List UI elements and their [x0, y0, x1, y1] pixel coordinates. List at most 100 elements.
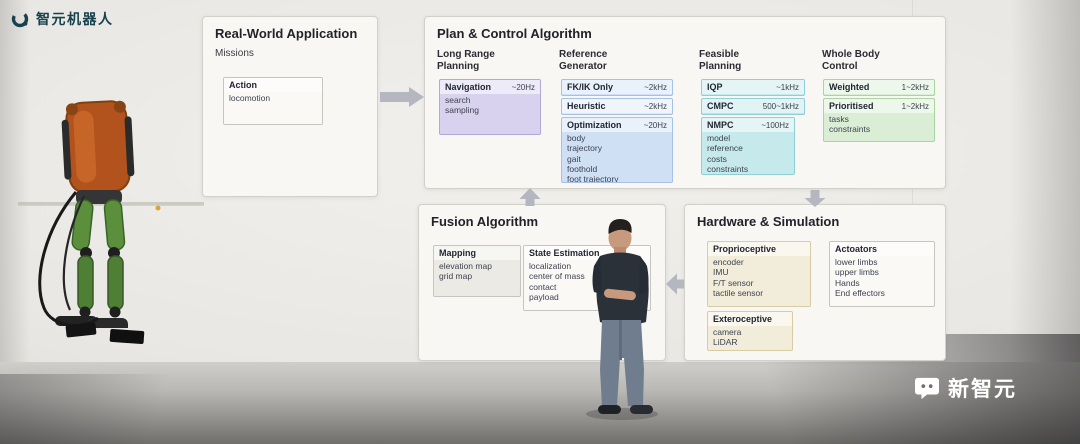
list-item: costs [707, 153, 727, 164]
prioritised-label: Prioritised [829, 101, 874, 111]
hardware-title: Hardware & Simulation [697, 214, 840, 229]
floor-shadow-left [0, 374, 260, 444]
list-item: LiDAR [713, 337, 738, 348]
list-item: End effectors [835, 287, 885, 298]
mapping-label: Mapping [439, 248, 476, 258]
list-item: tactile sensor [713, 287, 764, 298]
heuristic-header: Heuristic ~2kHz [562, 99, 672, 113]
nmpc-rate: ~100Hz [761, 120, 789, 130]
list-item: model [707, 133, 731, 143]
list-item: contact [529, 281, 557, 292]
weighted-header: Weighted 1~2kHz [824, 80, 934, 94]
list-item: center of mass [529, 271, 585, 282]
column-header-reference-generator: Reference Generator [559, 49, 607, 73]
column-header-line: Planning [437, 61, 480, 72]
action-label: Action [229, 80, 257, 90]
optimization-header: Optimization ~20Hz [562, 118, 672, 132]
list-item: upper limbs [835, 267, 879, 278]
fkik-header: FK/IK Only ~2kHz [562, 80, 672, 94]
heuristic-label: Heuristic [567, 101, 606, 111]
robot-render [18, 100, 204, 345]
action-box: Action locomotion [223, 77, 323, 125]
optimization-rate: ~20Hz [643, 120, 667, 130]
plan-control-panel: Plan & Control Algorithm Long Range Plan… [424, 16, 946, 189]
cmpc-box: CMPC 500~1kHz [701, 98, 805, 115]
nmpc-header: NMPC ~100Hz [702, 118, 794, 132]
heuristic-rate: ~2kHz [644, 101, 667, 111]
proprioceptive-header: Proprioceptive [708, 242, 810, 256]
list-item: camera [713, 327, 742, 337]
proprioceptive-label: Proprioceptive [713, 244, 777, 254]
exteroceptive-label: Exteroceptive [713, 314, 773, 324]
mapping-header: Mapping [434, 246, 520, 260]
nmpc-label: NMPC [707, 120, 734, 130]
cmpc-label: CMPC [707, 101, 734, 111]
list-item: Hands [835, 277, 860, 288]
column-header-line: Long Range [437, 49, 495, 60]
navigation-rate: ~20Hz [511, 82, 535, 92]
list-item: encoder [713, 257, 744, 267]
actuators-header: Actoators [830, 242, 934, 256]
list-item: trajectory [567, 143, 602, 154]
prioritised-header: Prioritised 1~2kHz [824, 99, 934, 113]
list-item: lower limbs [835, 257, 878, 267]
column-header-line: Planning [699, 61, 742, 72]
fkik-rate: ~2kHz [644, 82, 667, 92]
hardware-panel: Hardware & Simulation Proprioceptive enc… [684, 204, 946, 361]
list-item: elevation map [439, 261, 492, 271]
watermark-text: 新智元 [948, 378, 1017, 401]
fkik-label: FK/IK Only [567, 82, 614, 92]
list-item: search [445, 95, 471, 105]
list-item: payload [529, 291, 559, 302]
column-header-line: Feasible [699, 49, 740, 60]
plan-control-title: Plan & Control Algorithm [437, 26, 592, 41]
column-header-line: Whole Body [822, 49, 880, 60]
cmpc-header: CMPC 500~1kHz [702, 99, 804, 113]
list-item: locomotion [229, 93, 271, 103]
column-header-feasible-planning: Feasible Planning [699, 49, 741, 73]
cmpc-rate: 500~1kHz [762, 101, 799, 111]
list-item: constraints [707, 163, 749, 174]
real-world-title: Real-World Application [215, 26, 358, 41]
list-item: body [567, 133, 586, 143]
list-item: foot trajectory [567, 174, 619, 183]
column-header-line: Control [822, 61, 858, 72]
fusion-title: Fusion Algorithm [431, 214, 539, 229]
brand-logo: 智元机器人 [10, 9, 114, 29]
missions-label: Missions [215, 48, 254, 59]
list-item: tasks [829, 114, 849, 124]
list-item: reference [707, 143, 743, 154]
list-item: constraints [829, 124, 871, 135]
action-items: locomotion [224, 92, 322, 103]
column-header-line: Reference [559, 49, 608, 60]
list-item: IMU [713, 267, 729, 278]
actuators-label: Actoators [835, 244, 878, 254]
list-item: gait [567, 153, 581, 164]
watermark: 新智元 [914, 373, 1017, 403]
weighted-label: Weighted [829, 82, 870, 92]
column-header-line: Generator [559, 61, 607, 72]
column-header-long-range: Long Range Planning [437, 49, 495, 73]
list-item: localization [529, 261, 572, 271]
presenter-person [586, 219, 658, 420]
list-item: sampling [445, 105, 480, 116]
real-world-application-panel: Real-World Application Missions Action l… [202, 16, 378, 197]
brand-logo-text: 智元机器人 [36, 11, 114, 27]
navigation-header: Navigation ~20Hz [440, 80, 540, 94]
weighted-rate: 1~2kHz [901, 82, 929, 92]
action-header: Action [224, 78, 322, 92]
